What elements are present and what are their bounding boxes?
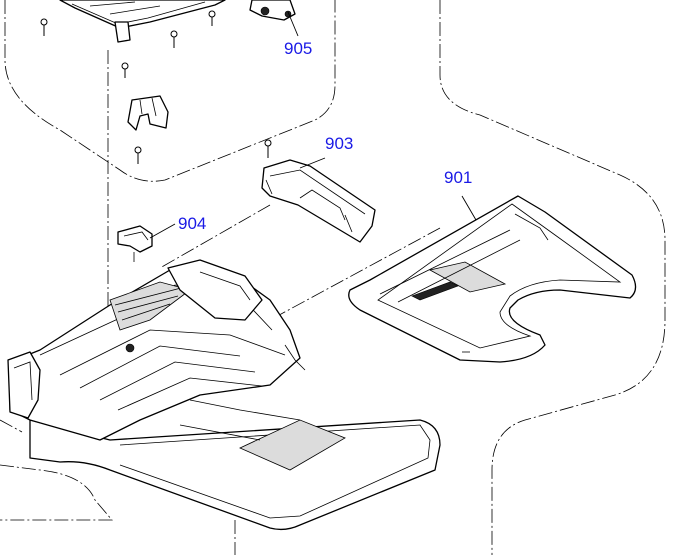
part-905 [249,0,296,21]
screw-icon [264,139,272,158]
part-903 [261,159,376,243]
latch-bracket [127,95,169,131]
right-boundary [439,0,666,555]
diagonal-guide-903 [159,204,271,269]
screw-icon [170,30,178,48]
callout-905: 905 [284,39,312,58]
main-tray-assembly [7,259,441,531]
screw-icon [134,146,142,164]
left-guide [0,419,23,433]
screw-icon [40,18,48,36]
callout-labels: 905 903 901 904 [178,39,472,233]
screw-icon [208,10,216,26]
lower-left-boundary [0,464,113,521]
diagonal-guide-901 [269,227,441,321]
leader-904 [149,223,176,239]
callout-904: 904 [178,214,206,233]
callout-901: 901 [444,168,472,187]
section-boundaries [0,0,666,555]
screw-icon [121,62,129,78]
part-904 [117,225,153,262]
screws-upper [40,10,272,164]
part-901 [348,195,637,363]
upper-frame-assembly [59,0,226,43]
upper-left-boundary [4,0,336,182]
callout-903: 903 [325,134,353,153]
leader-905 [287,11,299,37]
leader-901 [461,195,477,221]
leader-903 [299,157,326,169]
